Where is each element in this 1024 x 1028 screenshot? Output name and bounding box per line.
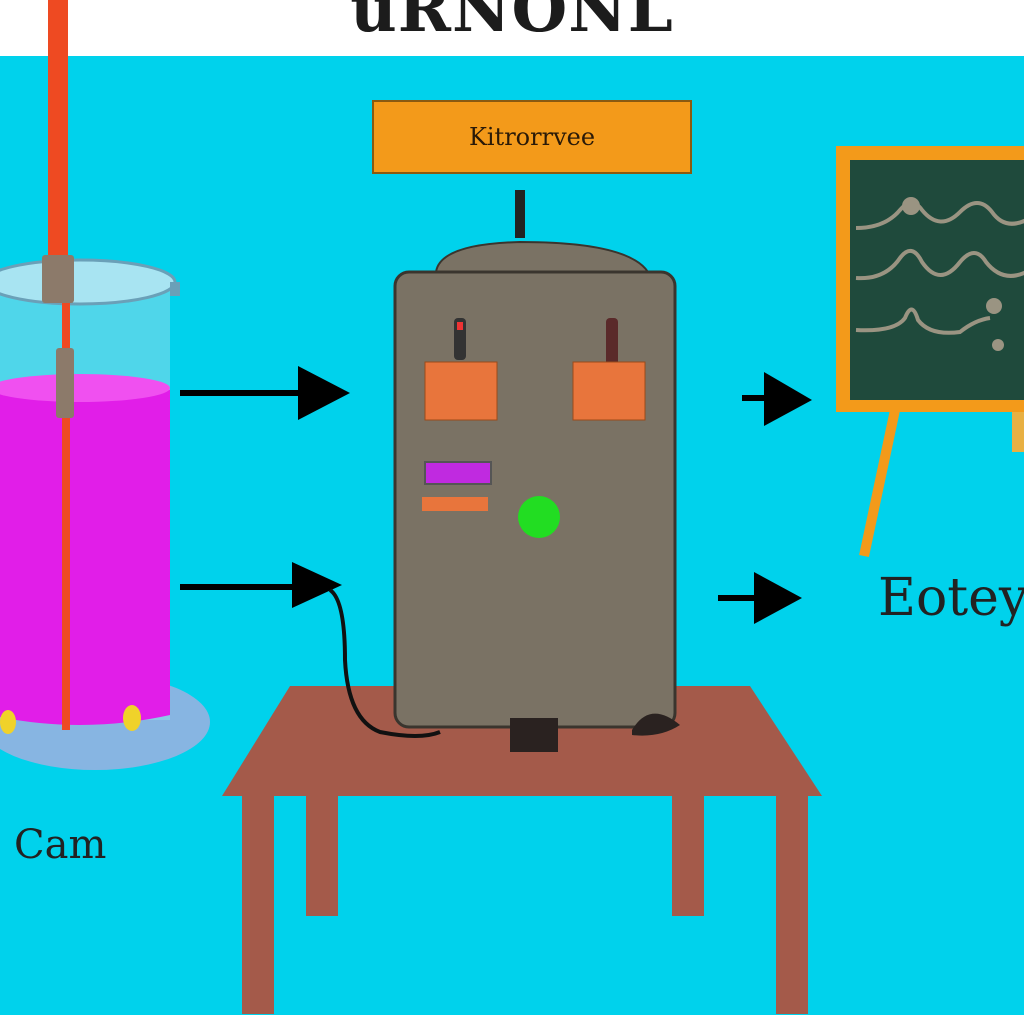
arrow-right-icon — [718, 572, 802, 624]
table-leg-back-left — [306, 796, 338, 916]
board-screen — [850, 160, 1024, 400]
table-leg-back-right — [672, 796, 704, 916]
knob-right — [606, 318, 618, 370]
arrow-right-icon — [180, 562, 342, 608]
stirring-rod-upper — [48, 0, 68, 258]
wave-2 — [855, 249, 1024, 281]
display-slot — [424, 461, 492, 485]
board-leg-left — [859, 408, 900, 558]
wave-1 — [855, 201, 1024, 230]
caption-right: Eotey — [878, 568, 1024, 628]
indicator-light — [518, 496, 560, 538]
machine-icon — [393, 190, 680, 752]
panel-left — [424, 361, 498, 421]
chart-mark-small — [992, 339, 1004, 351]
stirring-rod-lower — [62, 300, 70, 730]
caption-left: Cam — [14, 822, 107, 868]
chart-mark — [986, 298, 1002, 314]
bottom-strip — [0, 1015, 1024, 1024]
beaker-spout — [170, 282, 180, 296]
power-cable — [328, 588, 441, 738]
rod-clamp-mid — [56, 348, 74, 418]
arrow-right-icon — [742, 372, 812, 426]
beaker-foot-right — [123, 705, 141, 731]
table-leg-front-right — [776, 796, 808, 1014]
beaker-foot-left — [0, 710, 16, 734]
machine-antenna — [515, 190, 525, 238]
chart-board-icon — [836, 146, 1024, 558]
board-clamp — [1012, 412, 1024, 452]
machine-foot-center — [510, 718, 558, 752]
panel-right — [572, 361, 646, 421]
wave-3 — [855, 307, 991, 335]
table-leg-front-left — [242, 796, 274, 1014]
wave-node — [902, 197, 920, 215]
knob-left-light — [457, 322, 463, 330]
beaker-icon — [0, 0, 210, 770]
button-strip — [422, 497, 488, 511]
machine-foot-right — [632, 713, 680, 736]
machine-label: Kitrorrvee — [372, 100, 692, 174]
page-title: uRNONL — [350, 0, 674, 47]
arrow-right-icon — [180, 366, 350, 420]
machine-dome — [434, 240, 650, 273]
liquid-surface — [0, 374, 170, 402]
beaker-liquid — [0, 390, 170, 725]
rod-clamp-top — [42, 255, 74, 303]
beaker-rim — [0, 258, 177, 306]
